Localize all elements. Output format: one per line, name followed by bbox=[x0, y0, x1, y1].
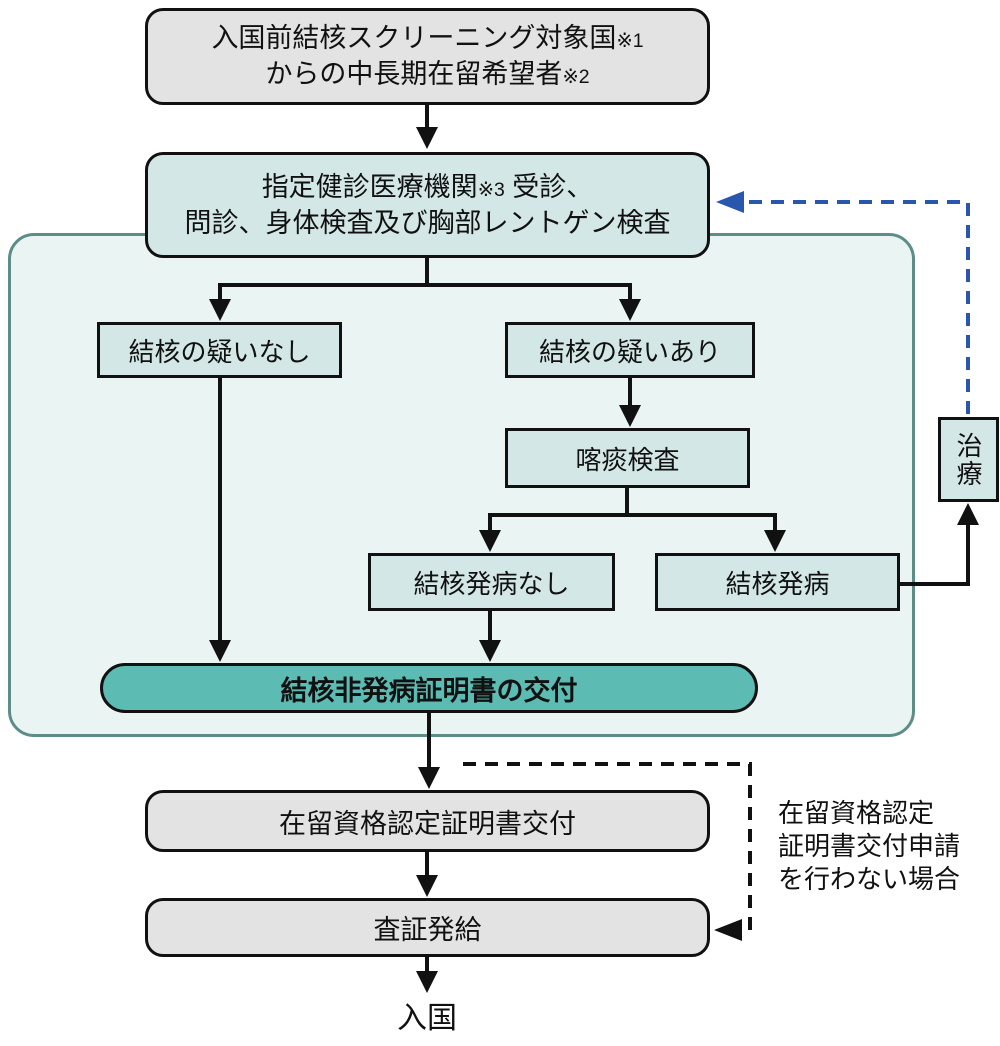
node-start-line2: からの中長期在留希望者※2 bbox=[265, 57, 589, 93]
node-start-line1: 入国前結核スクリーニング対象国※1 bbox=[211, 21, 643, 57]
node-sputum-test: 喀痰検査 bbox=[505, 428, 750, 488]
treatment-feedback-arrowhead-icon bbox=[716, 191, 744, 213]
arrowhead-icon bbox=[957, 503, 979, 525]
node-entry: 入国 bbox=[352, 993, 502, 1037]
no-coe-arrowhead-icon bbox=[714, 919, 742, 941]
footnote-mark-3: ※3 bbox=[477, 178, 505, 201]
no-coe-annotation: 在留資格認定 証明書交付申請 を行わない場合 bbox=[778, 797, 998, 896]
node-suspicion: 結核の疑いあり bbox=[505, 322, 755, 378]
node-screening-line2: 問診、身体検査及び胸部レントゲン検査 bbox=[184, 208, 671, 238]
arrowhead-icon bbox=[418, 767, 440, 789]
node-coe-label: 在留資格認定証明書交付 bbox=[279, 808, 576, 839]
node-screening: 指定健診医療機関※3 受診、 問診、身体検査及び胸部レントゲン検査 bbox=[145, 152, 710, 258]
node-coe: 在留資格認定証明書交付 bbox=[145, 790, 710, 852]
node-start: 入国前結核スクリーニング対象国※1 からの中長期在留希望者※2 bbox=[145, 8, 710, 105]
node-screening-line1: 指定健診医療機関※3 受診、 bbox=[262, 169, 594, 205]
node-start-text2: からの中長期在留希望者 bbox=[265, 58, 563, 89]
arrowhead-icon bbox=[416, 127, 438, 149]
no-coe-annotation-line3: を行わない場合 bbox=[778, 864, 961, 895]
node-no-suspicion: 結核の疑いなし bbox=[97, 322, 342, 378]
screening-process-container bbox=[8, 233, 915, 737]
node-no-onset-label: 結核発病なし bbox=[413, 568, 570, 599]
no-coe-annotation-line1: 在留資格認定 bbox=[778, 798, 935, 828]
node-visa: 査証発給 bbox=[145, 898, 710, 957]
node-onset-label: 結核発病 bbox=[725, 568, 830, 599]
node-sputum-test-label: 喀痰検査 bbox=[575, 444, 680, 475]
footnote-mark-2: ※2 bbox=[562, 65, 590, 88]
no-coe-annotation-line2: 証明書交付申請 bbox=[778, 831, 961, 862]
node-certificate: 結核非発病証明書の交付 bbox=[100, 663, 758, 713]
node-no-onset: 結核発病なし bbox=[368, 553, 615, 611]
arrowhead-icon bbox=[416, 875, 438, 897]
node-screening-text1: 指定健診医療機関 bbox=[261, 171, 478, 202]
node-visa-label: 査証発給 bbox=[373, 915, 482, 945]
node-treatment-label: 治療 bbox=[953, 431, 983, 488]
footnote-mark-1: ※1 bbox=[616, 29, 644, 52]
node-screening-text2: 受診、 bbox=[504, 171, 594, 202]
node-suspicion-label: 結核の疑いあり bbox=[538, 336, 721, 367]
node-entry-label: 入国 bbox=[397, 1002, 457, 1035]
node-start-text1: 入国前結核スクリーニング対象国 bbox=[211, 22, 617, 53]
arrowhead-icon bbox=[416, 971, 438, 993]
node-onset: 結核発病 bbox=[655, 553, 900, 611]
node-treatment: 治療 bbox=[938, 417, 999, 502]
node-certificate-label: 結核非発病証明書の交付 bbox=[280, 675, 578, 706]
node-no-suspicion-label: 結核の疑いなし bbox=[128, 336, 311, 367]
